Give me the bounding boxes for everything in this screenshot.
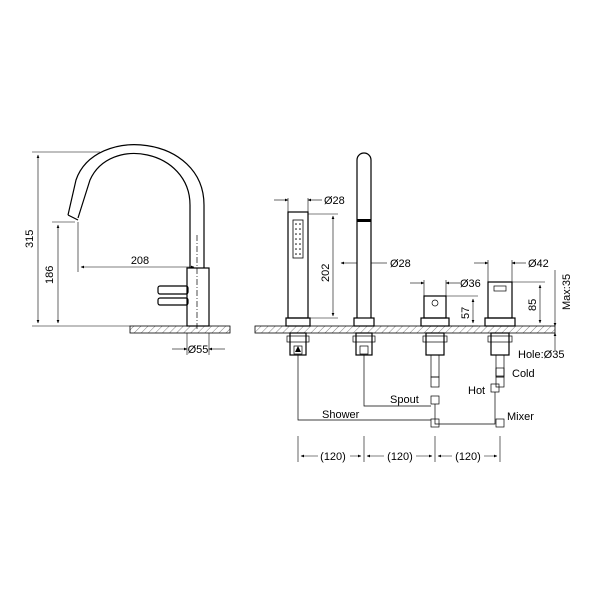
- hoses: [295, 346, 505, 428]
- label-cold: Cold: [512, 368, 535, 380]
- dim-reach: 208: [131, 255, 149, 267]
- dim-valve-dia: Ø36: [460, 278, 481, 290]
- faucet-body: [186, 267, 210, 327]
- dim-mixer-height: 85: [527, 299, 539, 311]
- lever-handle: [157, 285, 189, 295]
- spout-gooseneck: [77, 153, 191, 268]
- valve-handle: [420, 295, 450, 388]
- dim-valve-height: 57: [460, 307, 472, 319]
- dim-height-total: 315: [24, 230, 36, 248]
- label-shower: Shower: [322, 409, 360, 421]
- dim-base-dia: Ø55: [188, 344, 209, 356]
- dim-mixer-dia: Ø42: [528, 258, 549, 270]
- label-hot: Hot: [468, 385, 485, 397]
- dim-height-outlet: 186: [44, 266, 56, 284]
- counter-right: [254, 325, 556, 334]
- mixer-handle: [484, 281, 516, 388]
- dim-spacing-2: (120): [387, 451, 413, 463]
- dim-max-thickness: Max:35: [561, 274, 573, 310]
- front-view-set: Ø28 202 Ø28: [254, 152, 573, 463]
- dim-hole: Hole:Ø35: [518, 349, 564, 361]
- dim-shower-length: 202: [320, 264, 332, 282]
- spout-column: [352, 152, 376, 356]
- counter-left: [129, 325, 231, 334]
- dim-spout-dia: Ø28: [390, 258, 411, 270]
- dim-spacing-3: (120): [455, 451, 481, 463]
- shower-handset: [285, 211, 311, 356]
- dim-shower-dia: Ø28: [324, 195, 345, 207]
- label-mixer: Mixer: [507, 411, 534, 423]
- side-view-faucet: 315 186 208 Ø55: [24, 144, 231, 356]
- dim-spacing-1: (120): [320, 451, 346, 463]
- label-spout: Spout: [390, 394, 419, 406]
